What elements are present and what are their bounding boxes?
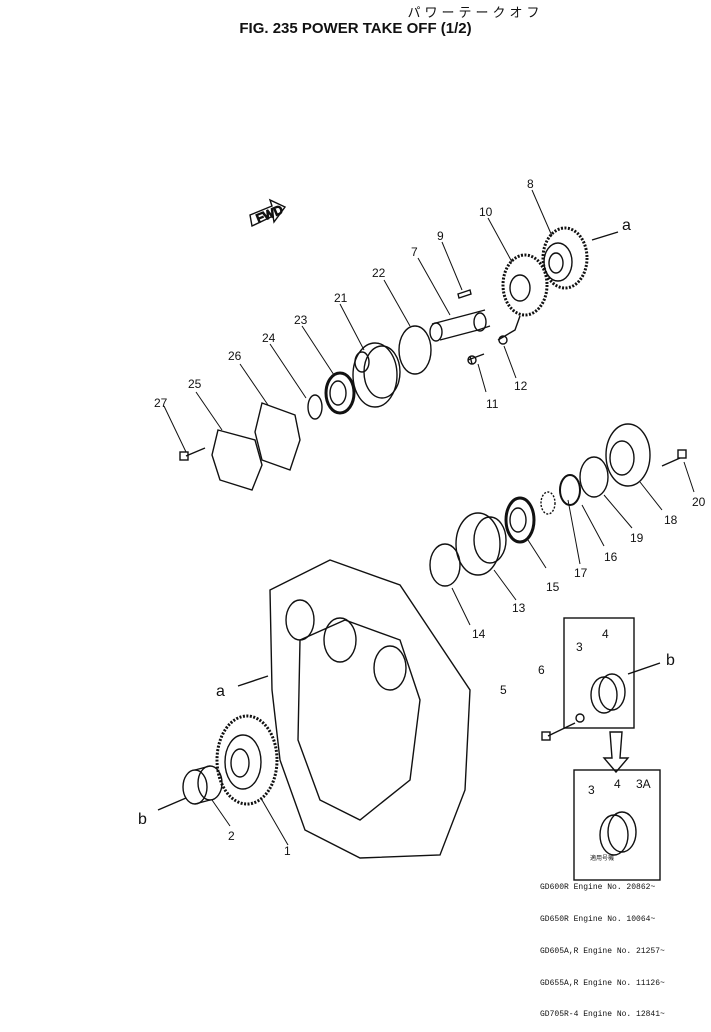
- part-label-1: 1: [284, 844, 291, 858]
- serial-model: GD600R: [540, 883, 569, 893]
- housing-21: [352, 342, 401, 408]
- lock-washer-17: [540, 491, 556, 515]
- part-label-6: 6: [538, 663, 545, 677]
- part-label-24: 24: [262, 331, 276, 345]
- serial-row: GD655A,R Engine No. 11126~: [540, 979, 665, 990]
- part-label-14: 14: [472, 627, 486, 641]
- arrow-b-lower: [157, 797, 187, 811]
- figure-title: FIG. 235 POWER TAKE OFF (1/2): [239, 20, 472, 37]
- title-japanese: パワーテークオフ: [407, 5, 544, 20]
- o-ring-14: [429, 543, 461, 587]
- arrow-a-upper: [591, 231, 619, 241]
- serial-range: Engine No. 20862~: [573, 883, 656, 893]
- bushing-2: [182, 765, 223, 805]
- arrow-a-lower: [237, 675, 269, 687]
- inset-box-lower: [573, 769, 661, 881]
- part-label-17: 17: [574, 566, 588, 580]
- part-label-9: 9: [437, 229, 444, 243]
- part-label-23: 23: [294, 313, 308, 327]
- serial-table-heading: 適用号機: [590, 855, 615, 862]
- serial-model: GD650R: [540, 914, 569, 924]
- part-label-18: 18: [664, 513, 678, 527]
- part-label-15: 15: [546, 580, 560, 594]
- bearing-23: [324, 371, 356, 415]
- serial-range: Engine No. 11126~: [583, 978, 665, 988]
- nut-16: [559, 474, 581, 506]
- exploded-diagram: FWD: [138, 177, 706, 881]
- fwd-arrow-icon: [249, 198, 287, 228]
- part-label-22: 22: [372, 266, 386, 280]
- view-label-b-lower: b: [138, 811, 147, 828]
- gear-10: [501, 253, 549, 317]
- serial-range: Engine No. 10064~: [573, 914, 656, 924]
- inset-label-4: 4: [614, 777, 621, 791]
- part-label-11: 11: [486, 397, 499, 411]
- part-label-26: 26: [228, 349, 242, 363]
- view-label-a-lower: a: [216, 683, 225, 700]
- serial-model: GD605A,R: [540, 946, 579, 956]
- part-label-8: 8: [527, 177, 534, 191]
- part-label-4: 4: [602, 627, 609, 641]
- cage-13: [455, 512, 507, 576]
- part-label-13: 13: [512, 601, 526, 615]
- part-label-7: 7: [411, 245, 418, 259]
- part-label-27: 27: [154, 396, 168, 410]
- washer-6: [575, 713, 585, 723]
- part-label-3: 3: [576, 640, 583, 654]
- part-label-16: 16: [604, 550, 618, 564]
- serial-row: GD605A,R Engine No. 21257~: [540, 947, 665, 958]
- pin-9: [457, 289, 472, 299]
- serial-row: GD650R Engine No. 10064~: [540, 915, 665, 926]
- shaft-7: [429, 309, 491, 342]
- o-ring-22: [398, 325, 432, 375]
- serial-table: GD600R Engine No. 20862~ GD650R Engine N…: [540, 862, 665, 1032]
- down-arrow: [602, 731, 630, 774]
- bolt-20: [661, 449, 687, 467]
- part-label-25: 25: [188, 377, 202, 391]
- part-label-group: 1 2 3 4 5 6 7 8 9 10 11 12 13 14 15 16 1…: [138, 177, 706, 858]
- arrow-b-upper: [627, 662, 661, 675]
- cover-18: [605, 423, 651, 487]
- snap-ring-24: [307, 394, 323, 420]
- gasket-26: [254, 402, 301, 471]
- o-ring-19: [579, 456, 609, 498]
- gear-8: [541, 226, 589, 290]
- gear-1: [215, 714, 279, 806]
- part-label-12: 12: [514, 379, 528, 393]
- part-label-20: 20: [692, 495, 706, 509]
- serial-row: GD705R-4 Engine No. 12841~: [540, 1010, 665, 1021]
- bolt-27: [179, 447, 206, 461]
- cover-25: [211, 429, 263, 491]
- serial-range: Engine No. 21257~: [583, 946, 665, 956]
- part-label-21: 21: [334, 291, 348, 305]
- part-label-5: 5: [500, 683, 507, 697]
- bolt-11: [467, 353, 485, 365]
- serial-model: GD655A,R: [540, 978, 579, 988]
- serial-row: GD600R Engine No. 20862~: [540, 883, 665, 894]
- serial-model: GD705R-4: [540, 1010, 579, 1020]
- bolt-5: [541, 722, 576, 741]
- flywheel-housing: [269, 559, 471, 859]
- bearing-15: [504, 496, 536, 544]
- cap-3-alt: [599, 811, 637, 856]
- part-label-2: 2: [228, 829, 235, 843]
- cap-3: [590, 673, 626, 714]
- fwd-label: FWD: [254, 202, 285, 225]
- view-label-b-upper: b: [666, 652, 675, 669]
- inset-label-3a: 3A: [636, 777, 651, 791]
- view-label-a-upper: a: [622, 217, 631, 234]
- inset-box-upper: [563, 617, 635, 729]
- inset-label-3: 3: [588, 783, 595, 797]
- serial-range: Engine No. 12841~: [583, 1010, 665, 1020]
- lock-plate-12: [497, 315, 521, 345]
- part-label-19: 19: [630, 531, 644, 545]
- part-label-10: 10: [479, 205, 493, 219]
